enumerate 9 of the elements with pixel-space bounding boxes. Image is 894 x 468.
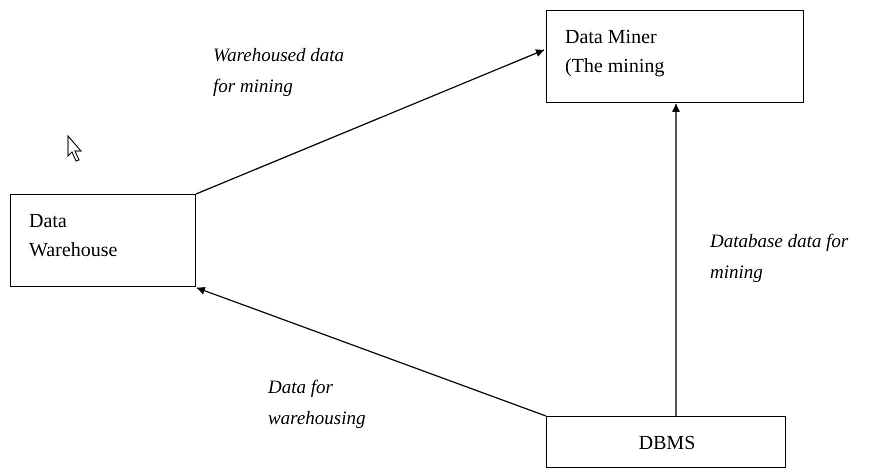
process-box <box>546 416 786 468</box>
arrow <box>196 49 544 195</box>
node-label: Data Miner (The mining <box>565 25 666 79</box>
arrow <box>672 104 680 416</box>
node-label: DBMS <box>638 431 696 456</box>
arrow <box>196 286 546 417</box>
node-label: Data Warehouse <box>29 209 118 263</box>
process-box <box>10 194 196 287</box>
process-box <box>546 10 804 103</box>
